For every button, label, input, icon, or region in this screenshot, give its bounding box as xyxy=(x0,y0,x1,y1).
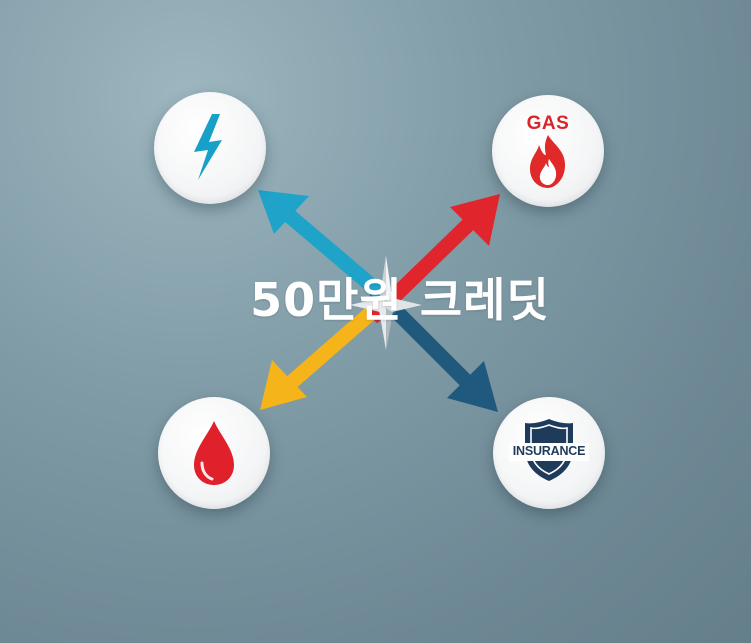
electricity-badge xyxy=(154,92,266,204)
compass-star-icon xyxy=(350,256,422,350)
lightning-bolt-icon xyxy=(194,114,222,180)
gas-label: GAS xyxy=(526,113,570,134)
headline-credit: 50만원 크레딧 xyxy=(250,273,550,327)
insurance-badge: INSURANCE xyxy=(493,397,605,509)
arrow-electricity xyxy=(258,190,403,314)
water-drop-icon xyxy=(194,421,234,485)
flame-icon xyxy=(530,135,566,188)
shield-icon xyxy=(509,419,589,481)
water-badge xyxy=(158,397,270,509)
gas-badge: GAS xyxy=(492,95,604,207)
insurance-label: INSURANCE xyxy=(512,444,586,458)
